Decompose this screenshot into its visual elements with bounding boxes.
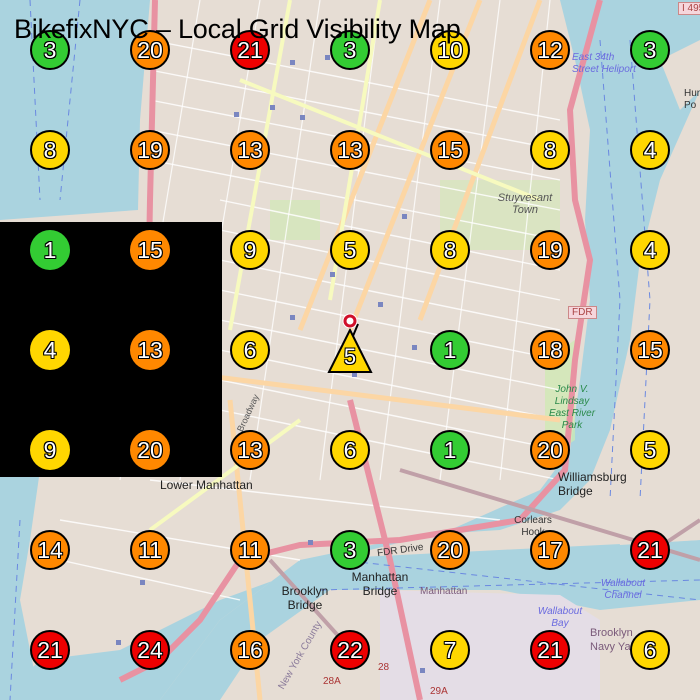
label-manhattan: Manhattan [420, 586, 468, 597]
label-heliport: East 34th Street Heliport [572, 52, 636, 75]
grid-marker[interactable]: 13 [230, 430, 270, 470]
label-wallabout-bay: Wallabout Bay [537, 606, 583, 629]
label-wallabout-channel: Wallabout Channel [600, 578, 646, 601]
label-manhattan-bridge: Manhattan Bridge [351, 570, 409, 598]
grid-marker[interactable]: 13 [130, 330, 170, 370]
grid-marker[interactable]: 14 [30, 530, 70, 570]
grid-marker[interactable]: 15 [630, 330, 670, 370]
grid-marker[interactable]: 4 [630, 130, 670, 170]
map-title: BikefixNYC – Local Grid Visibility Map [14, 14, 461, 44]
fdr-shield: FDR [568, 306, 597, 319]
grid-marker[interactable]: 9 [30, 430, 70, 470]
grid-marker[interactable]: 5 [630, 430, 670, 470]
exit-28: 28 [378, 662, 390, 673]
grid-marker[interactable]: 11 [230, 530, 270, 570]
grid-marker[interactable]: 6 [630, 630, 670, 670]
grid-marker[interactable]: 12 [530, 30, 570, 70]
label-brooklyn-bridge: Brooklyn Bridge [281, 584, 329, 612]
grid-marker[interactable]: 1 [30, 230, 70, 270]
grid-marker[interactable]: 8 [30, 130, 70, 170]
grid-marker[interactable]: 1 [430, 330, 470, 370]
grid-marker[interactable]: 9 [230, 230, 270, 270]
label-williamsburg-bridge: Williamsburg Bridge [558, 470, 627, 498]
label-corlears-hook: Corlears Hook [514, 515, 552, 538]
grid-marker[interactable]: 3 [330, 30, 370, 70]
location-pin-icon [342, 313, 358, 329]
grid-marker[interactable]: 21 [630, 530, 670, 570]
exit-29a: 29A [430, 686, 448, 697]
grid-marker[interactable]: 6 [230, 330, 270, 370]
grid-marker[interactable]: 20 [430, 530, 470, 570]
label-stuyvesant-town: Stuyvesant Town [497, 192, 553, 216]
grid-marker[interactable]: 22 [330, 630, 370, 670]
grid-marker[interactable]: 13 [330, 130, 370, 170]
grid-marker[interactable]: 11 [130, 530, 170, 570]
grid-marker[interactable]: 6 [330, 430, 370, 470]
grid-marker[interactable]: 8 [530, 130, 570, 170]
grid-marker[interactable]: 19 [530, 230, 570, 270]
grid-marker[interactable]: 21 [230, 30, 270, 70]
grid-marker[interactable]: 21 [30, 630, 70, 670]
grid-marker[interactable]: 4 [30, 330, 70, 370]
grid-marker[interactable]: 7 [430, 630, 470, 670]
grid-marker[interactable]: 15 [130, 230, 170, 270]
grid-marker[interactable]: 5 [330, 230, 370, 270]
grid-marker[interactable]: 18 [530, 330, 570, 370]
current-location-value: 5 [343, 344, 357, 369]
grid-marker[interactable]: 3 [30, 30, 70, 70]
grid-marker[interactable]: 19 [130, 130, 170, 170]
label-john-v-lindsay-park: John V. Lindsay East River Park [548, 384, 596, 431]
label-hunters-point: Hun Po [684, 88, 700, 111]
current-location-marker[interactable]: 5 [327, 312, 373, 374]
grid-marker[interactable]: 20 [130, 430, 170, 470]
grid-marker[interactable]: 1 [430, 430, 470, 470]
label-lower-manhattan: Lower Manhattan [160, 478, 253, 492]
grid-marker[interactable]: 10 [430, 30, 470, 70]
grid-marker[interactable]: 21 [530, 630, 570, 670]
grid-marker[interactable]: 16 [230, 630, 270, 670]
grid-marker[interactable]: 13 [230, 130, 270, 170]
grid-marker[interactable]: 15 [430, 130, 470, 170]
grid-marker[interactable]: 3 [330, 530, 370, 570]
i495-shield: I 495 [678, 2, 700, 15]
grid-marker[interactable]: 24 [130, 630, 170, 670]
grid-marker[interactable]: 8 [430, 230, 470, 270]
grid-marker[interactable]: 17 [530, 530, 570, 570]
grid-marker[interactable]: 4 [630, 230, 670, 270]
label-brooklyn-navy-yard: Brooklyn Navy Yard [590, 627, 641, 653]
exit-28a: 28A [323, 676, 341, 687]
grid-marker[interactable]: 20 [130, 30, 170, 70]
grid-marker[interactable]: 3 [630, 30, 670, 70]
grid-marker[interactable]: 20 [530, 430, 570, 470]
